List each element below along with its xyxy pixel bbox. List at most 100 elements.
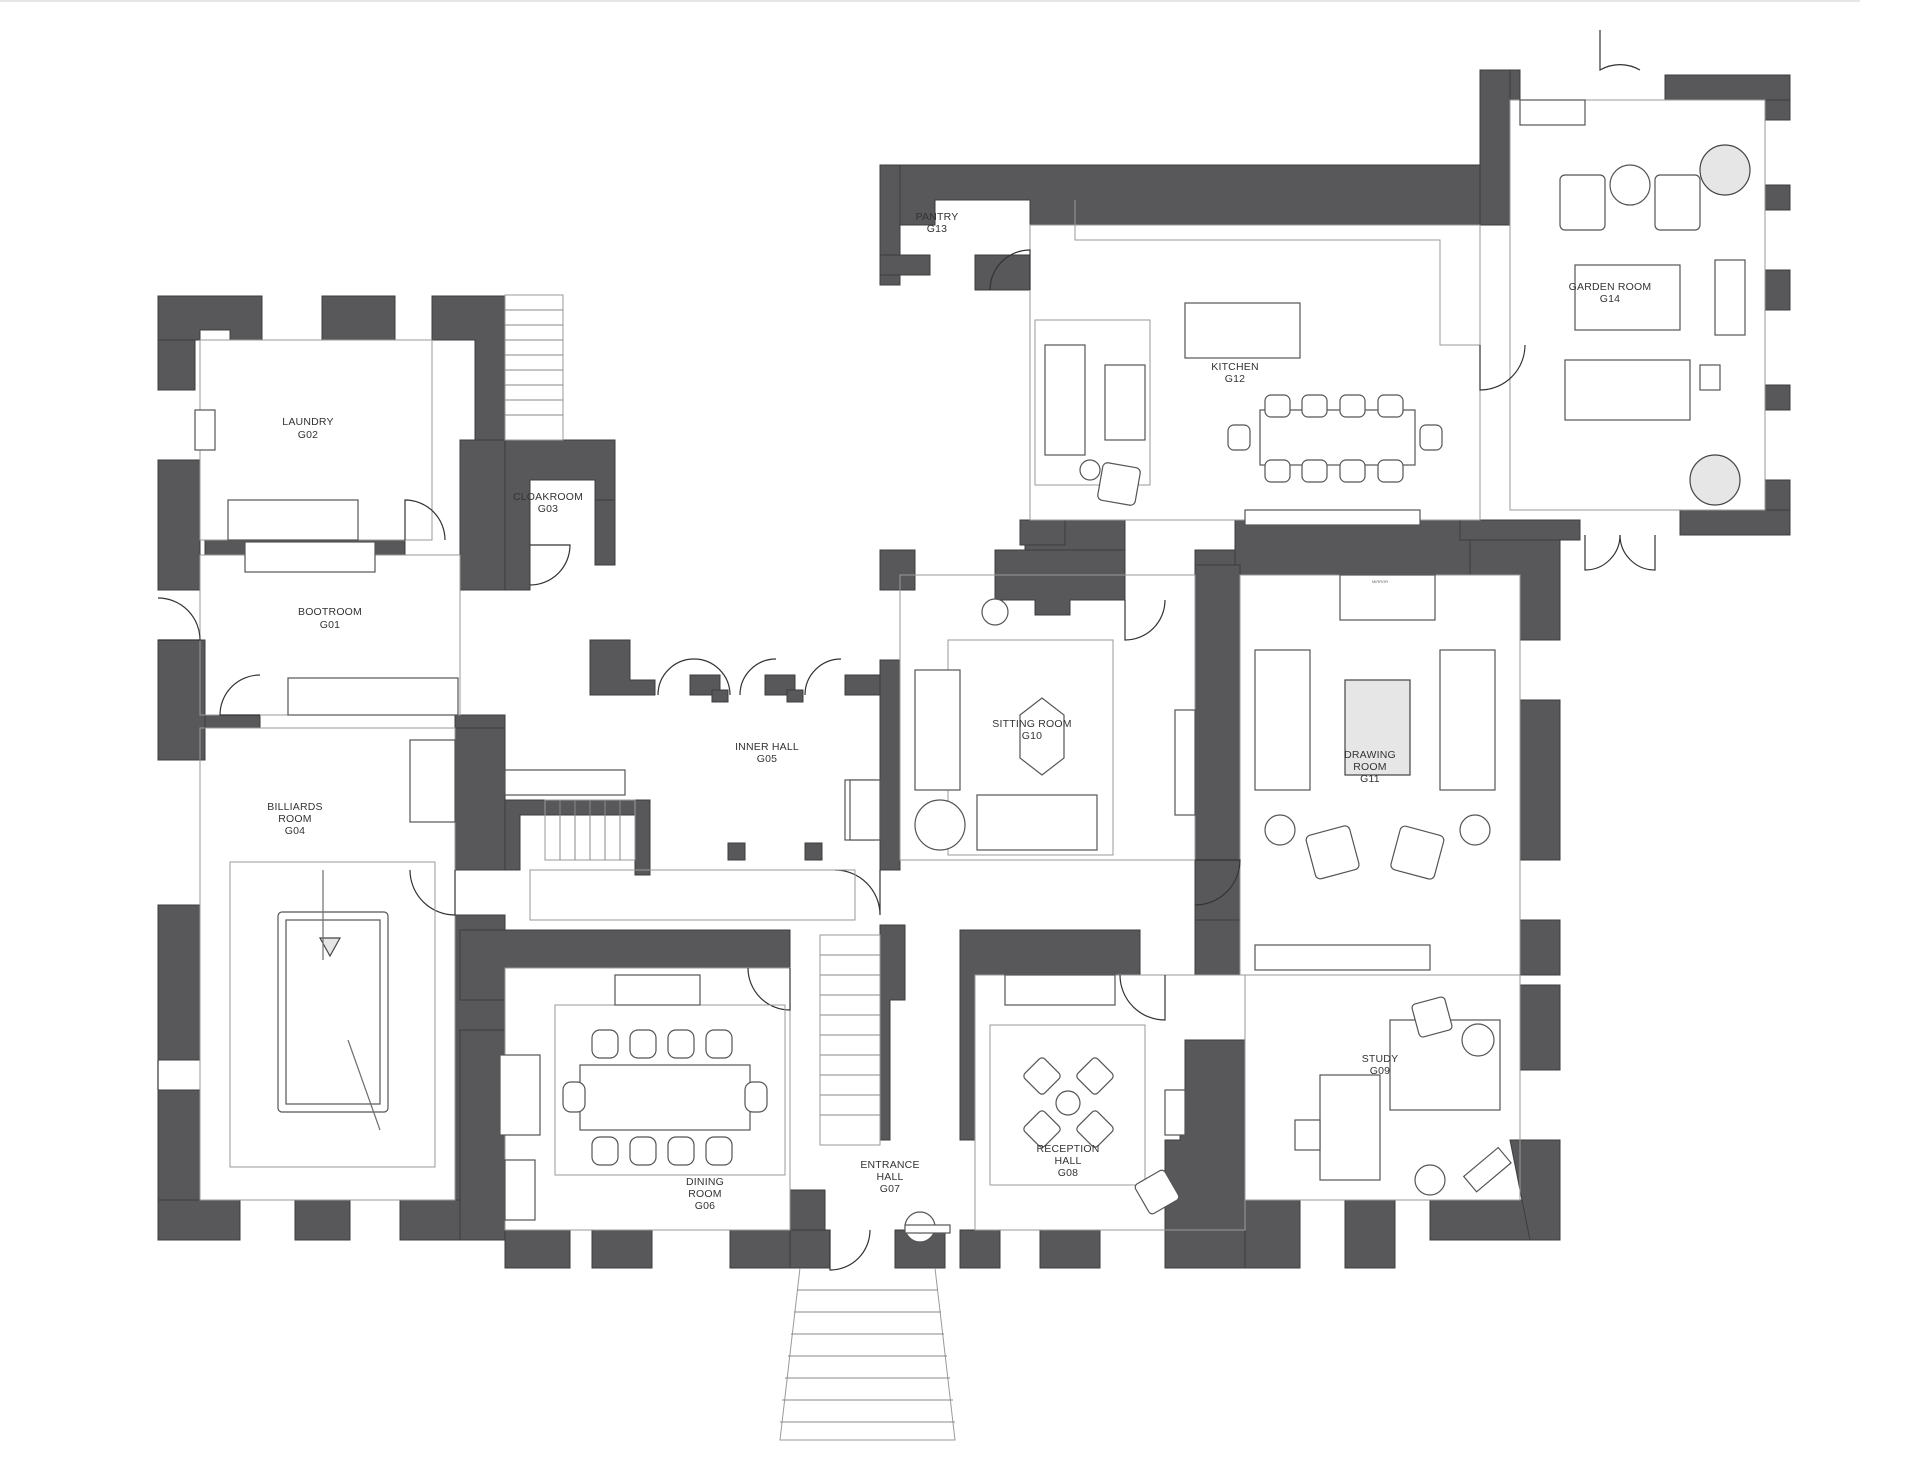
svg-text:ROOM: ROOM (1353, 761, 1386, 773)
front-steps (779, 1267, 956, 1441)
garden-outline (1509, 99, 1766, 511)
garden-side (1699, 364, 1721, 391)
svg-text:MIRROR: MIRROR (1372, 579, 1388, 584)
reception-armchair (1134, 1169, 1180, 1215)
room-labels: LAUNDRY G02 CLOAKROOM G03 BOOTROOM G01 B… (267, 211, 1651, 1212)
drawing-armchair-1 (1305, 825, 1360, 880)
wall-drawing-right-mid (1519, 699, 1561, 861)
innerhall-console (504, 769, 626, 796)
kitchen-sofa (1044, 344, 1086, 456)
svg-text:G04: G04 (285, 825, 305, 837)
bootroom-shelf (244, 541, 376, 573)
kitchen-counter-line (1074, 200, 1480, 346)
room-label-inner-hall: INNER HALL G05 (735, 741, 799, 765)
door-entrance-inner (834, 869, 881, 916)
room-label-bootroom: BOOTROOM G01 (298, 606, 362, 631)
door-billiards-hall (409, 869, 456, 916)
drawing-fireplace (1339, 574, 1436, 621)
door-dining (747, 967, 791, 1011)
garden-table (1609, 164, 1651, 206)
drawing-side-2 (1459, 814, 1491, 846)
svg-text:G02: G02 (298, 429, 318, 441)
stairs-entrance (819, 934, 881, 1146)
wall-study-bottom-2 (1344, 1199, 1396, 1269)
dining-fireplace (499, 1054, 541, 1136)
sitting-coffee-table (1019, 697, 1065, 776)
billiards-rug (229, 861, 436, 1168)
svg-text:G08: G08 (1058, 1167, 1078, 1179)
door-garden-bottom-2 (1619, 534, 1656, 571)
wall-reception-bottom-2 (1039, 1229, 1101, 1269)
garden-chair-2 (1654, 174, 1701, 231)
wall-reception-bottom-3 (1164, 1229, 1256, 1269)
door-pantry (989, 249, 1031, 291)
svg-text:PANTRY: PANTRY (916, 211, 959, 223)
wall-garden-right-4 (1764, 384, 1791, 411)
room-label-study: STUDY G09 (1362, 1053, 1399, 1077)
svg-text:G03: G03 (538, 503, 558, 515)
svg-text:DINING: DINING (686, 1176, 724, 1188)
wall-dining-right-low (789, 1229, 831, 1269)
wall-reception-top (959, 929, 1141, 1141)
wall-kitchen-bottom-left (1019, 519, 1066, 546)
wall-laundry-top-mid (321, 295, 396, 341)
billiards-rack (318, 937, 342, 958)
door-reception (1119, 974, 1166, 1021)
garden-chair-1 (1559, 174, 1606, 231)
garden-sofa (1564, 359, 1691, 421)
dining-table (579, 1064, 751, 1131)
svg-text:INNER HALL: INNER HALL (735, 741, 799, 753)
wall-left-outer-mid (157, 459, 201, 591)
svg-text:LAUNDRY: LAUNDRY (282, 416, 333, 428)
wall-kitchen-right-top (1479, 69, 1511, 226)
room-label-sitting-room: SITTING ROOM G10 (992, 718, 1071, 742)
wall-dining-bottom-1 (504, 1229, 571, 1269)
study-armchair (1411, 996, 1453, 1038)
wall-innerhall-top-3 (844, 674, 881, 696)
svg-text:GARDEN ROOM: GARDEN ROOM (1569, 281, 1652, 293)
dining-cabinet (504, 1159, 536, 1221)
kitchen-armchair (1097, 462, 1141, 506)
svg-text:CLOAKROOM: CLOAKROOM (513, 491, 583, 503)
wall-innerhall-pillar-1 (727, 842, 746, 861)
wall-dining-bottom-2 (591, 1229, 653, 1269)
wall-left-bottom-2 (294, 1199, 351, 1241)
wall-drawing-top (1234, 519, 1471, 576)
svg-text:STUDY: STUDY (1362, 1053, 1399, 1065)
drawing-side-1 (1264, 814, 1296, 846)
wall-innerhall-left (589, 639, 656, 696)
reception-rug (989, 1024, 1146, 1186)
wall-innerhall-right (879, 659, 901, 871)
billiards-outline (199, 727, 456, 1201)
svg-text:KITCHEN: KITCHEN (1211, 361, 1259, 373)
wall-garden-right-2 (1764, 184, 1791, 211)
study-cabinet (1462, 1146, 1512, 1193)
door-cloakroom (529, 544, 571, 586)
door-innerhall-1 (657, 658, 695, 696)
study-table-2 (1414, 1164, 1446, 1196)
entrance-mat (904, 1224, 951, 1234)
kitchen-rug (1034, 319, 1151, 486)
svg-text:DRAWING: DRAWING (1344, 749, 1396, 761)
kitchen-chairs (1227, 394, 1443, 483)
laundry-sink (194, 409, 216, 451)
billiards-table-felt (285, 919, 381, 1105)
svg-text:ENTRANCE: ENTRANCE (860, 1159, 919, 1171)
dining-chairs (562, 1029, 768, 1166)
room-label-billiards: BILLIARDS ROOM G04 (267, 801, 322, 837)
garden-rug (1574, 264, 1681, 331)
wall-sitting-top-left (879, 549, 916, 591)
reception-chairs (1023, 1057, 1114, 1148)
wall-garden-top-1 (1509, 69, 1521, 101)
svg-text:G06: G06 (695, 1200, 715, 1212)
wall-innerhall-pillar-2 (804, 842, 823, 861)
wall-laundry-top-right (431, 295, 506, 441)
drawing-sofa-left (1254, 649, 1311, 791)
wall-drawing-left (1194, 564, 1241, 976)
svg-text:ROOM: ROOM (688, 1188, 721, 1200)
wall-study-bottom-1 (1244, 1199, 1301, 1269)
drawing-coffee-table (1344, 679, 1411, 776)
wall-garden-right-3 (1764, 269, 1791, 311)
svg-text:G14: G14 (1600, 293, 1620, 305)
wall-garden-top-right (1664, 74, 1791, 101)
